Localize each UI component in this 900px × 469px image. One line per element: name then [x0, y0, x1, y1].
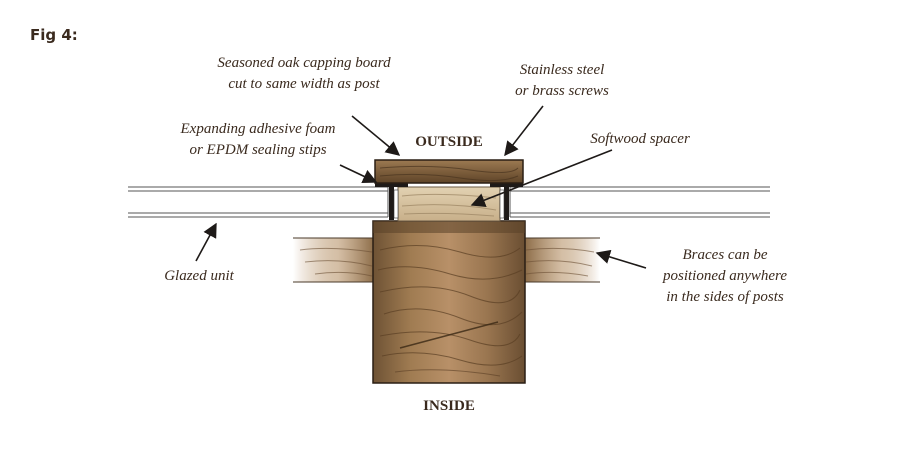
- foam-arrow: [339, 164, 378, 183]
- brace-right: [524, 237, 600, 283]
- softwood-spacer: [397, 186, 501, 222]
- capping-board-note-line2: cut to same width as post: [228, 76, 380, 92]
- braces-note-line2: positioned anywhere: [662, 268, 787, 284]
- capping-board-note-line1: Seasoned oak capping board: [217, 55, 391, 71]
- glazed-unit-right: [509, 186, 770, 218]
- foam-note-line2: or EPDM sealing stips: [189, 142, 326, 158]
- timber-post: [372, 220, 526, 384]
- brace-left: [293, 237, 375, 283]
- figure-label: Fig 4:: [30, 26, 78, 44]
- foam-note-line1: Expanding adhesive foam: [180, 121, 336, 137]
- screws-note-line1: Stainless steel: [520, 62, 605, 78]
- capping-board-arrow: [351, 115, 401, 156]
- oak-capping-board: [374, 159, 524, 184]
- braces-arrow: [595, 249, 647, 269]
- braces-note-line1: Braces can be: [683, 247, 768, 263]
- glazed-unit-note: Glazed unit: [164, 268, 234, 284]
- outside-label: OUTSIDE: [415, 134, 483, 150]
- braces-note-line3: in the sides of posts: [666, 289, 784, 305]
- sealing-strips: [375, 182, 523, 220]
- glazed-unit-arrow: [195, 222, 217, 262]
- screws-arrow: [504, 105, 544, 157]
- glazed-unit-left: [128, 186, 389, 218]
- screws-note-line2: or brass screws: [515, 83, 609, 99]
- spacer-arrow: [470, 149, 613, 207]
- inside-label: INSIDE: [423, 398, 475, 414]
- spacer-note: Softwood spacer: [590, 131, 690, 147]
